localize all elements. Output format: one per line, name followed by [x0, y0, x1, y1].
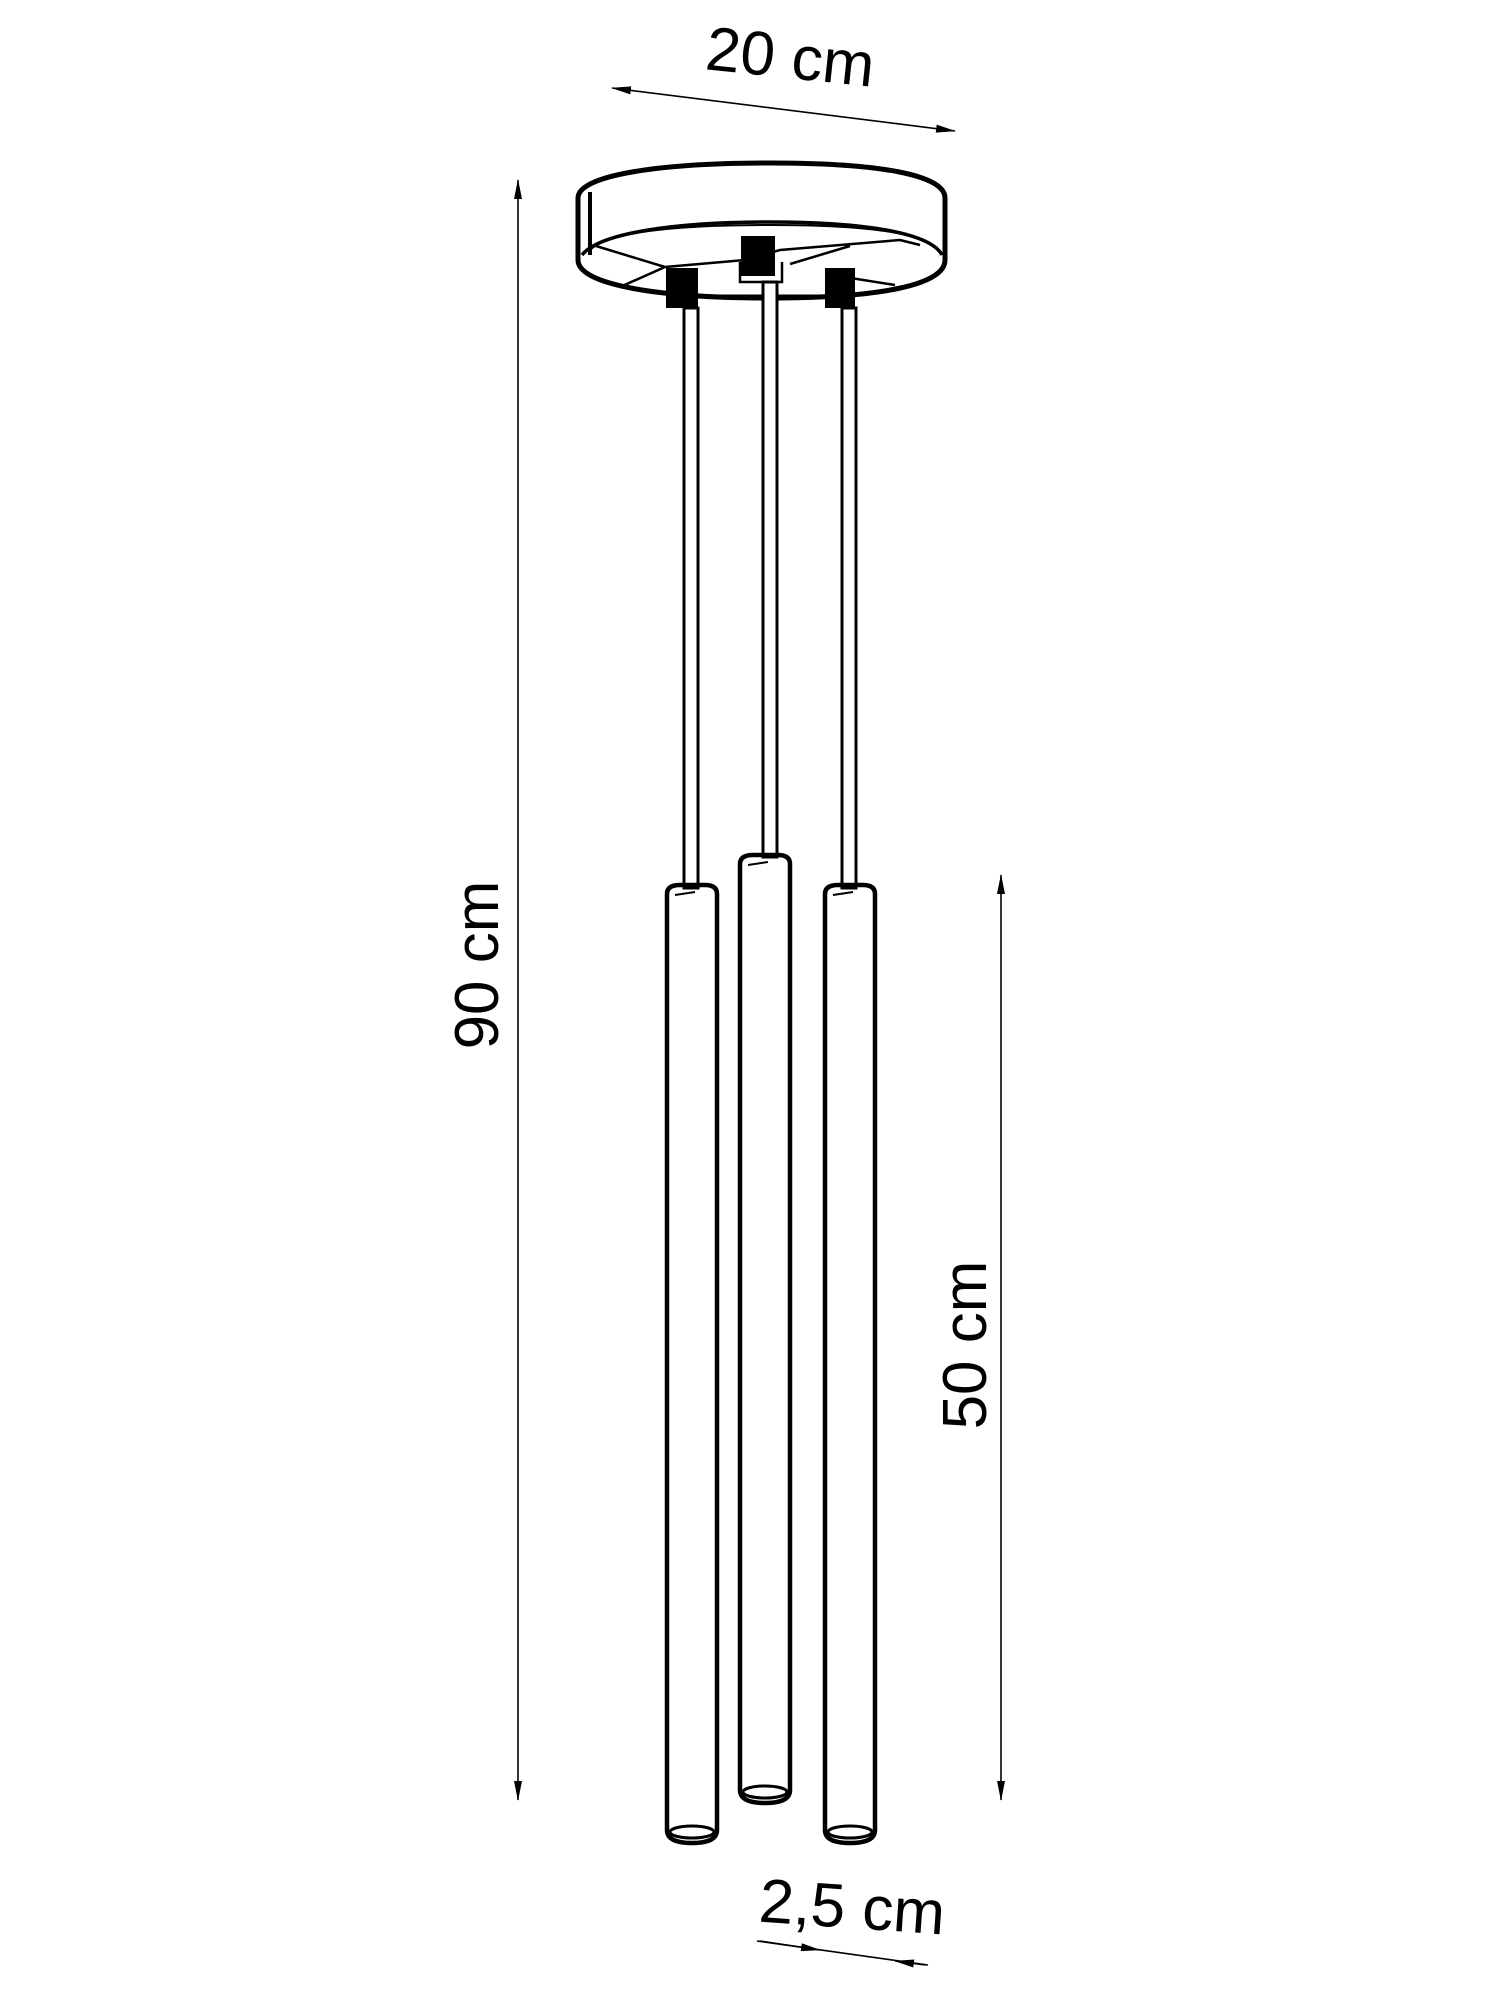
right-tube	[822, 882, 878, 1846]
right-socket	[825, 268, 855, 308]
dimension-arrow-left-2-5cm	[759, 1940, 821, 1952]
left-tube	[664, 882, 720, 1846]
center-tube	[737, 852, 793, 1806]
dimension-canopy-diameter: 20 cm	[611, 14, 956, 133]
dimension-arrow-20cm	[611, 86, 956, 133]
dimension-label-90cm: 90 cm	[443, 881, 512, 1050]
sockets	[666, 236, 855, 308]
dimension-label-2-5cm: 2,5 cm	[757, 1867, 947, 1949]
dimension-shade-length: 50 cm	[931, 874, 1005, 1801]
right-cord	[840, 306, 858, 890]
dimension-shade-diameter: 2,5 cm	[756, 1867, 947, 1968]
left-socket	[666, 268, 698, 308]
tube-shades	[664, 852, 878, 1846]
dimension-total-height: 90 cm	[443, 179, 522, 1801]
center-socket	[741, 236, 775, 276]
left-cord	[682, 306, 700, 890]
dimension-label-20cm: 20 cm	[703, 14, 878, 100]
center-cord	[761, 280, 779, 859]
ceiling-canopy	[575, 160, 948, 301]
cords	[682, 280, 858, 890]
dimension-arrow-right-2-5cm	[894, 1959, 926, 1968]
dimension-label-50cm: 50 cm	[931, 1261, 1000, 1430]
